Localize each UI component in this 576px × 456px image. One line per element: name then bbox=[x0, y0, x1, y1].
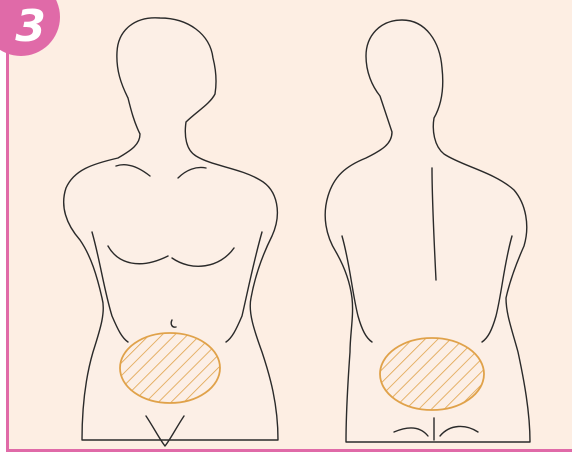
back-highlight-area bbox=[380, 338, 484, 410]
front-highlight-area bbox=[120, 333, 220, 403]
